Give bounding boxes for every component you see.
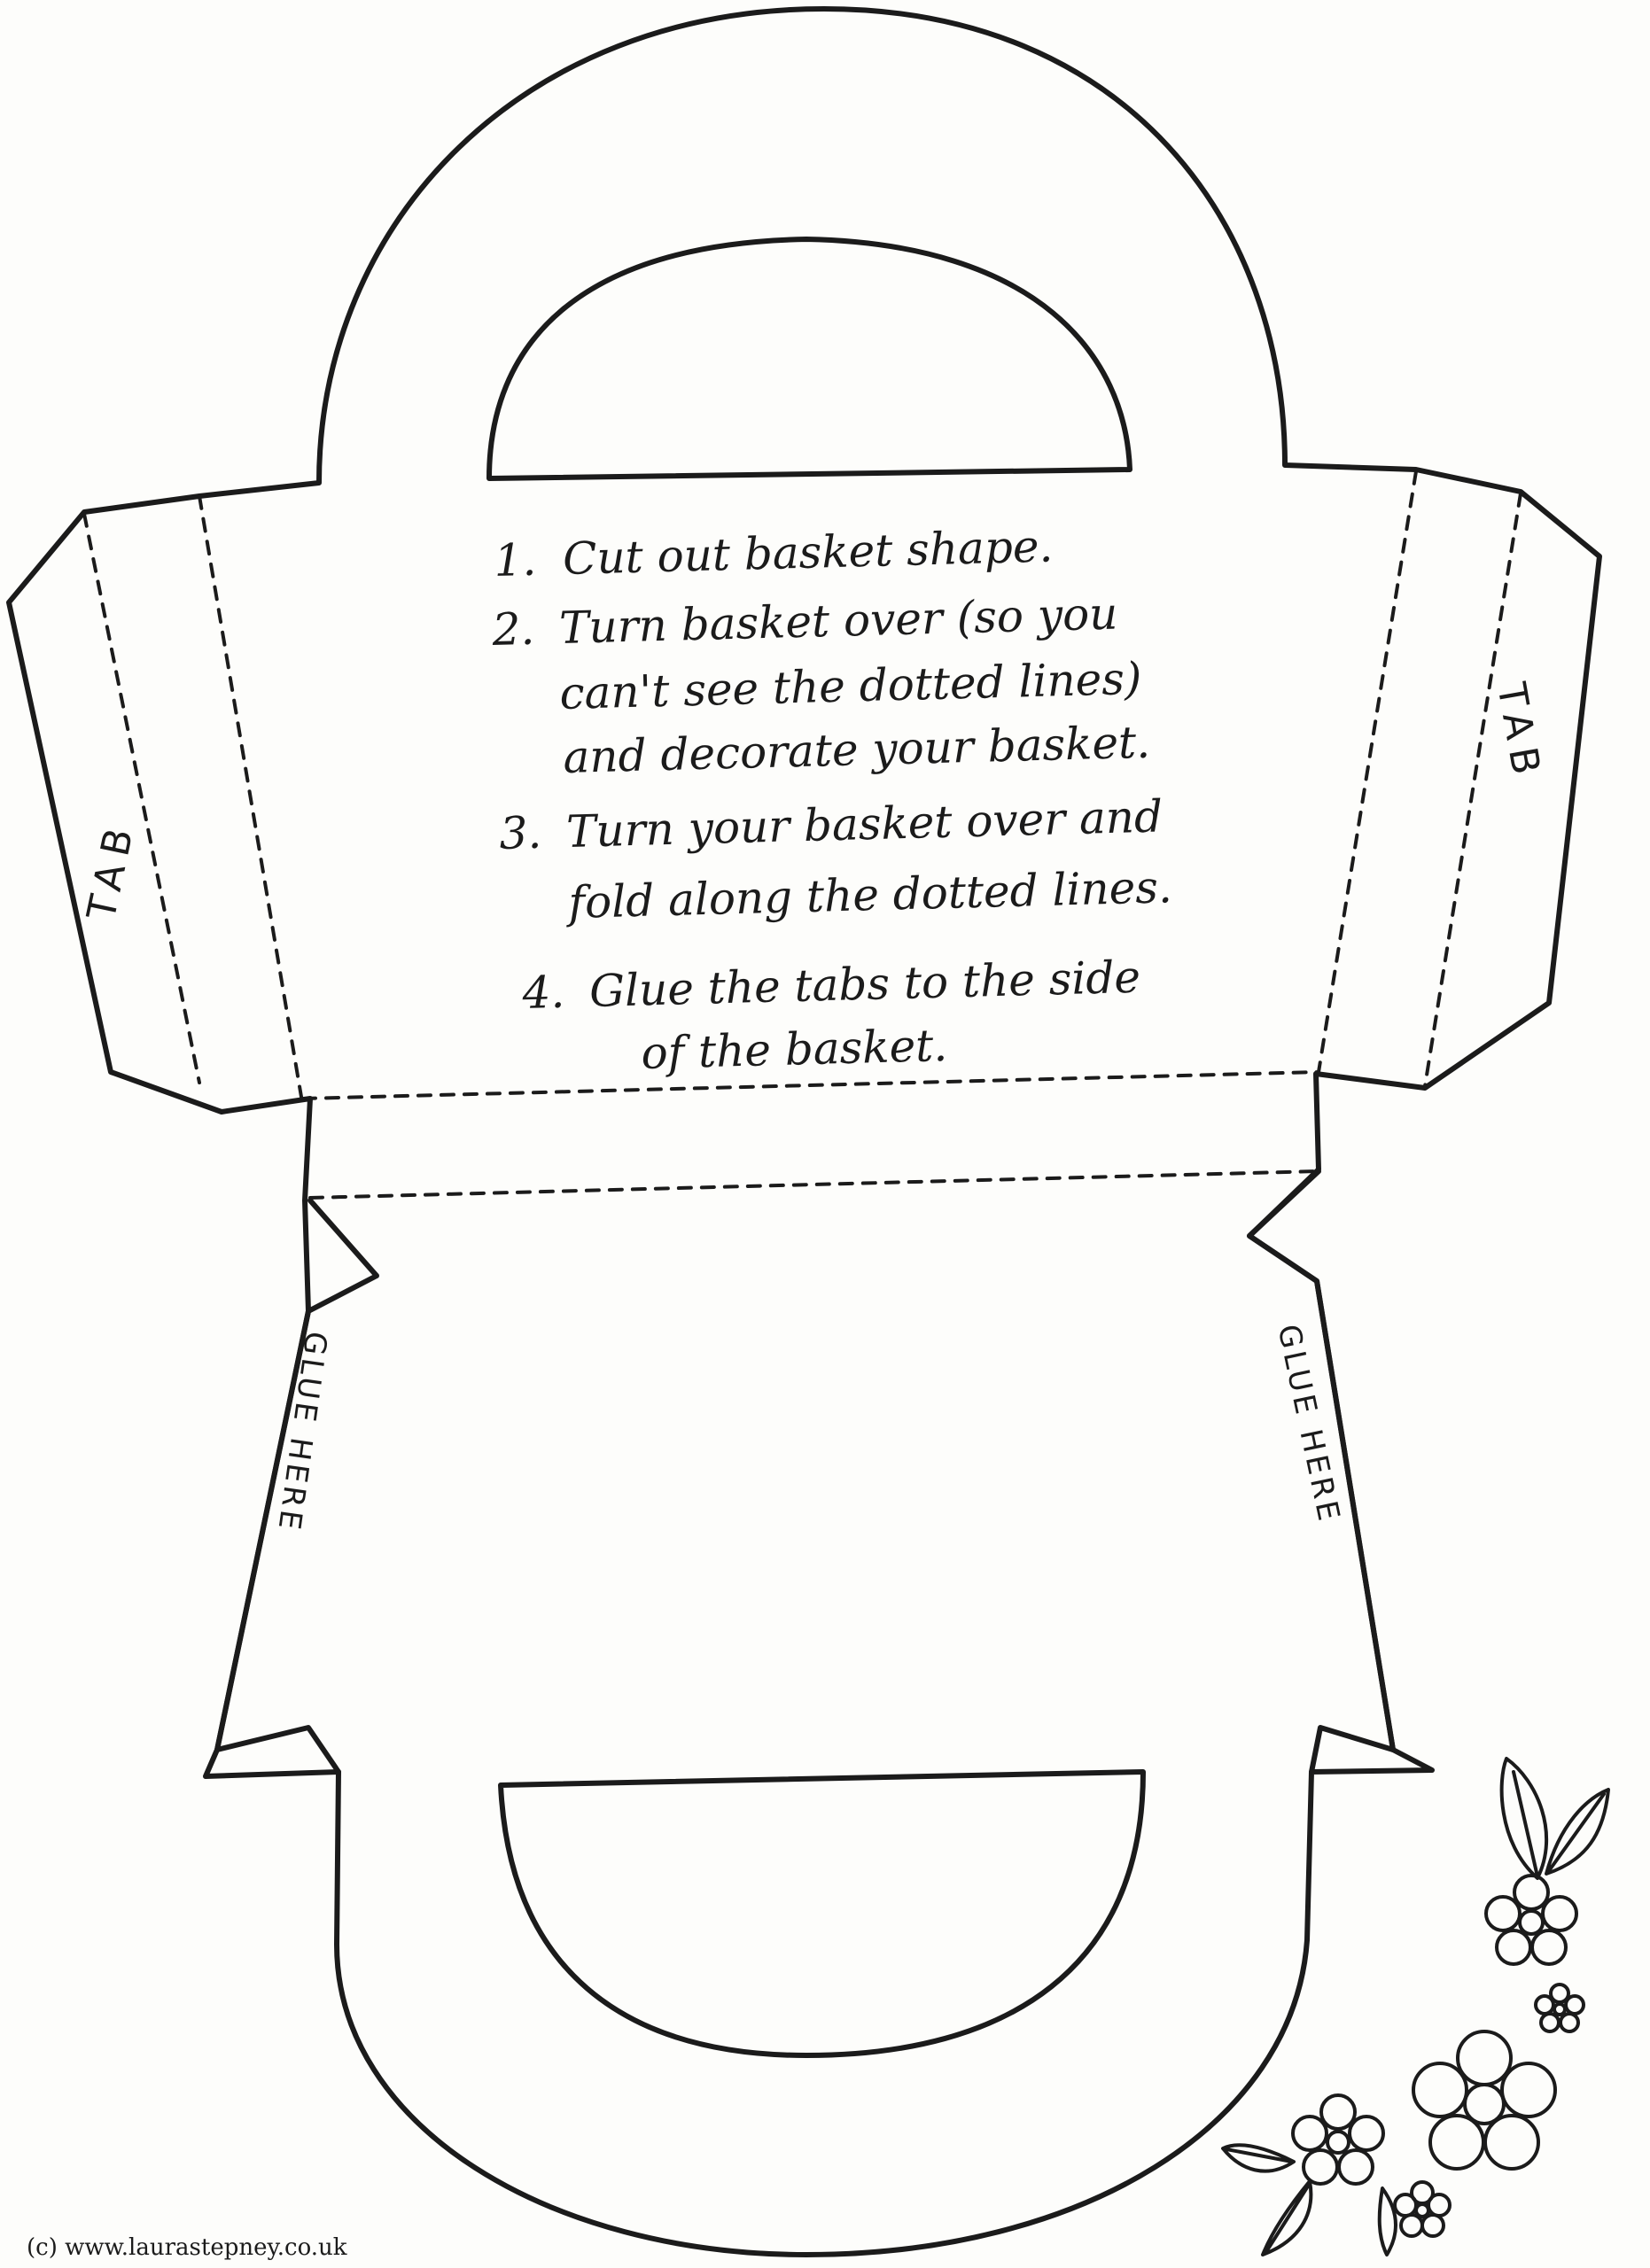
right-glue-strip bbox=[1247, 1169, 1396, 1775]
flower-icon bbox=[1412, 2030, 1557, 2171]
flower-icon bbox=[1291, 2093, 1385, 2186]
fold-line-right-side bbox=[1317, 470, 1418, 1074]
step-4-number: 4. bbox=[521, 967, 565, 1019]
step-1-number: 1. bbox=[494, 534, 537, 586]
step-4: 4. Glue the tabs to the side bbox=[521, 951, 1141, 1019]
right-tab-label: TAB bbox=[1488, 679, 1550, 787]
leaf-icon bbox=[1499, 1757, 1549, 1880]
step-2-line-3: and decorate your basket. bbox=[563, 717, 1151, 783]
flower-decoration bbox=[1221, 1757, 1610, 2256]
step-2-line-1: Turn basket over (so you bbox=[558, 588, 1118, 654]
basket-outline bbox=[6, 6, 1602, 2257]
fold-line-base-bottom bbox=[308, 1169, 1320, 1200]
step-4-line-1: Glue the tabs to the side bbox=[588, 951, 1140, 1017]
left-glue-label: GLUE HERE bbox=[270, 1329, 333, 1534]
step-2-number: 2. bbox=[491, 603, 535, 656]
copyright-notice: (c) www.laurastepney.co.uk bbox=[27, 2234, 347, 2261]
step-3: 3. Turn your basket over and bbox=[499, 790, 1164, 859]
step-3-line-2: fold along the dotted lines. bbox=[564, 861, 1173, 928]
step-3-line-1: Turn your basket over and bbox=[565, 790, 1163, 858]
flower-icon bbox=[1393, 2180, 1452, 2238]
leaf-icon bbox=[1221, 2143, 1296, 2173]
leaf-icon bbox=[1261, 2179, 1313, 2256]
fold-line-left-tab bbox=[82, 512, 201, 1084]
step-2-line-2: can't see the dotted lines) bbox=[559, 653, 1142, 719]
step-2: 2. Turn basket over (so you bbox=[491, 588, 1118, 656]
fold-line-left-side bbox=[198, 494, 303, 1099]
leaf-icon bbox=[1545, 1788, 1610, 1876]
step-1: 1. Cut out basket shape. bbox=[494, 521, 1054, 586]
fold-line-base-top bbox=[301, 1070, 1320, 1100]
bottom-handle-hole bbox=[498, 1769, 1146, 2058]
step-3-number: 3. bbox=[499, 807, 542, 859]
right-glue-label: GLUE HERE bbox=[1270, 1322, 1347, 1527]
step-4-line-2: of the basket. bbox=[641, 1020, 948, 1079]
instructions: 1. Cut out basket shape. 2. Turn basket … bbox=[491, 521, 1173, 1079]
fold-line-right-tab bbox=[1423, 492, 1522, 1088]
left-glue-strip bbox=[214, 1198, 379, 1775]
flower-icon bbox=[1534, 1983, 1585, 2033]
left-tab-label: TAB bbox=[79, 816, 144, 925]
flower-icon bbox=[1484, 1874, 1578, 1966]
top-handle-hole bbox=[486, 237, 1132, 481]
step-1-line-1: Cut out basket shape. bbox=[562, 521, 1054, 585]
leaf-icon bbox=[1377, 2186, 1397, 2256]
